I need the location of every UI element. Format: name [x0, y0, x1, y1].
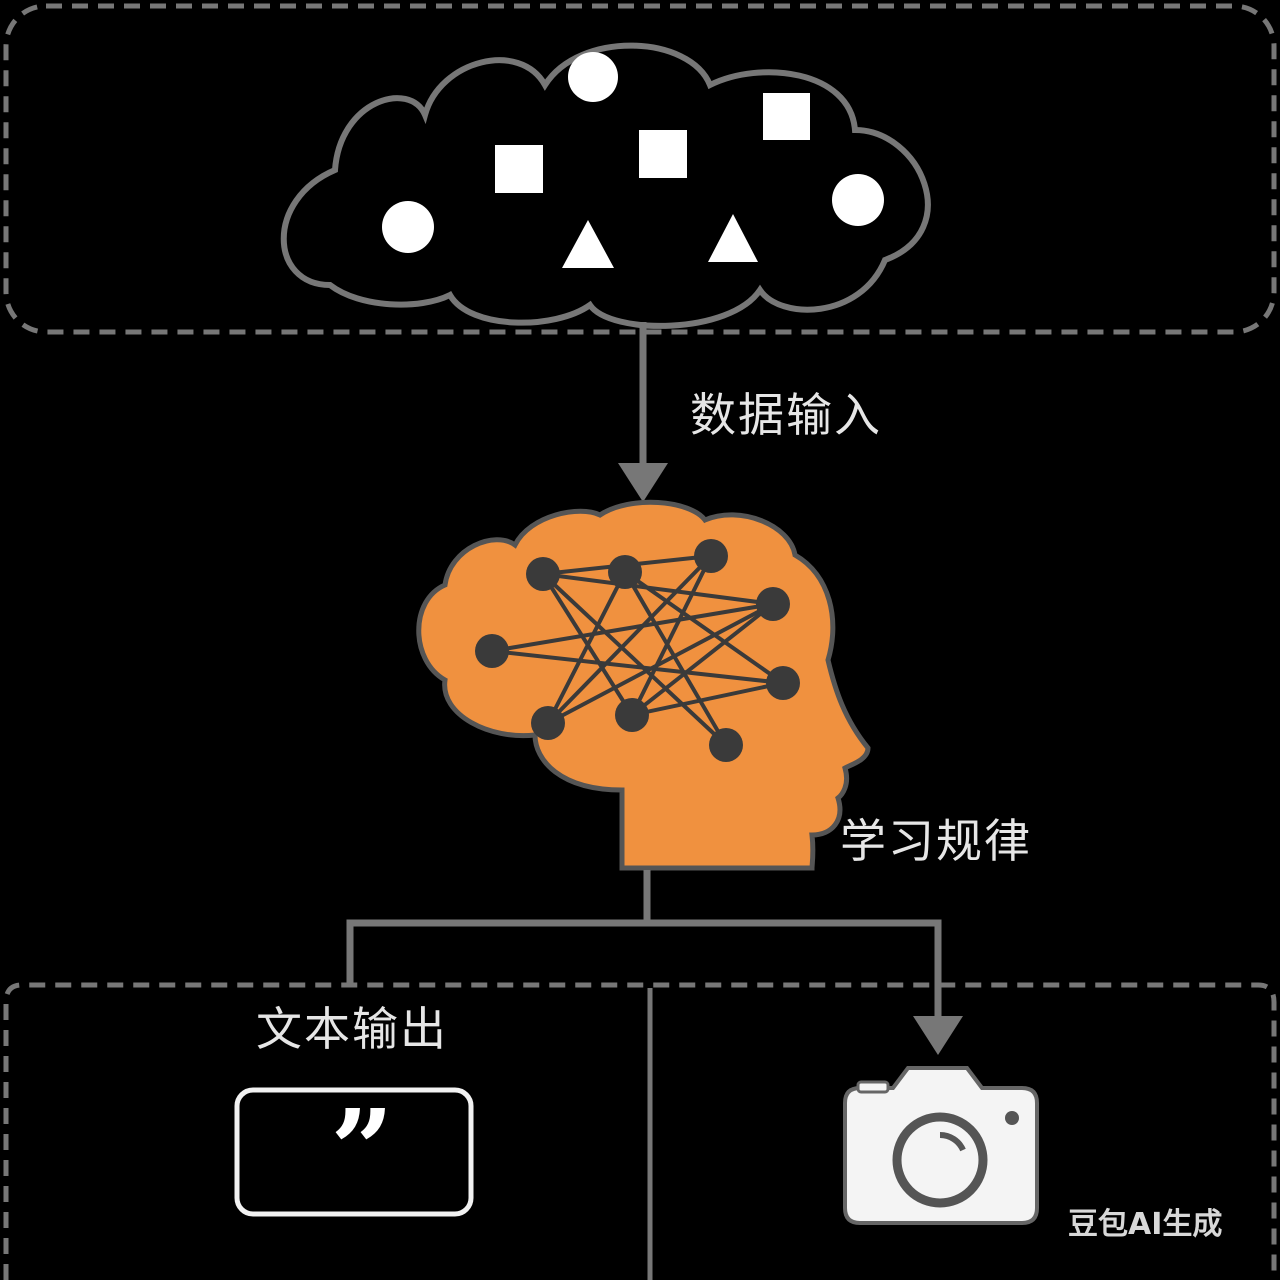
output-region-frame	[3, 982, 1277, 1280]
text-output-label: 文本输出	[256, 1002, 448, 1056]
data-circle-shape	[568, 52, 618, 102]
data-triangle-shape	[562, 220, 614, 268]
head-brain-icon	[416, 499, 871, 871]
neural-network-nodes	[475, 539, 800, 762]
output-branch-lines	[346, 870, 942, 1022]
watermark: 豆包AI生成	[1068, 1207, 1223, 1242]
camera-arrow-head	[913, 1016, 963, 1055]
quote-box-icon: ”	[234, 1085, 474, 1217]
data-square-shape	[763, 93, 810, 140]
data-square-shape	[495, 145, 543, 193]
data-circle-shape	[382, 201, 434, 253]
data-circle-shape	[832, 174, 884, 226]
learn-patterns-label: 学习规律	[840, 814, 1032, 868]
data-input-label: 数据输入	[690, 388, 882, 442]
data-cloud-icon	[280, 42, 931, 329]
quote-glyph: ”	[330, 1085, 393, 1214]
input-arrow	[618, 322, 668, 502]
data-square-shape	[639, 130, 687, 178]
data-triangle-shape	[708, 214, 758, 262]
neural-network-edges	[491, 554, 785, 747]
camera-icon	[843, 1066, 1039, 1225]
